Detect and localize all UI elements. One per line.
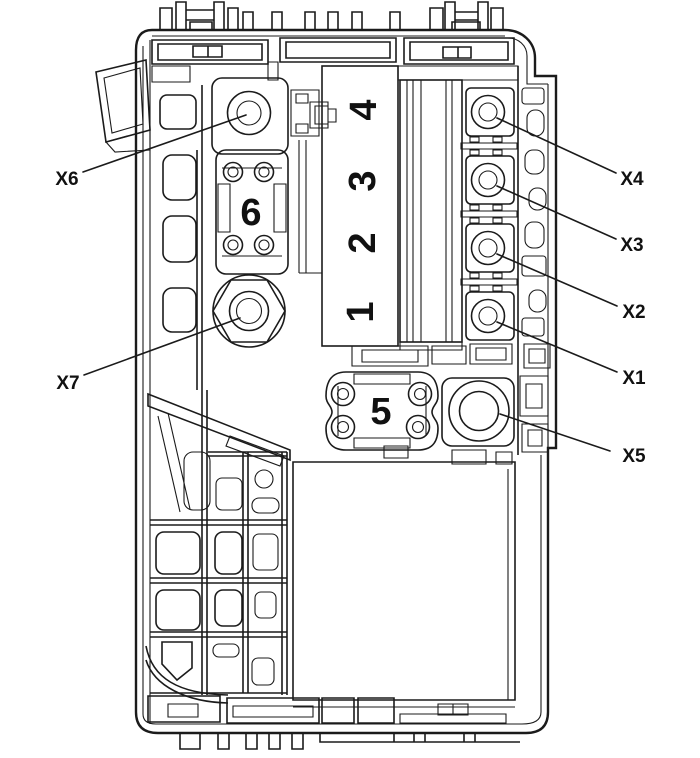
terminal-x1-circle (470, 298, 506, 334)
left-rail (159, 85, 203, 695)
fuse-position-2: 2 (342, 232, 384, 253)
leader-line-x7 (83, 317, 241, 376)
clip-bracket (290, 89, 337, 137)
leader-lines (82, 114, 618, 452)
callout-label-x6: X6 (55, 169, 78, 190)
terminal-x2-circle (470, 230, 506, 266)
top-row-details (151, 61, 519, 83)
terminal-x4-circle (470, 94, 506, 130)
fuse-position-1: 1 (340, 301, 382, 322)
callout-label-x2: X2 (622, 302, 645, 323)
left-rail-slot-4 (162, 287, 197, 333)
top-connector-2 (279, 37, 397, 63)
left-latch (95, 58, 151, 153)
relay-6-number: 6 (240, 192, 261, 234)
terminal-x5-circle (448, 380, 510, 442)
left-rail-slot-2 (162, 154, 197, 201)
terminal-x7-stud (212, 274, 286, 348)
terminal-x2-block (465, 223, 515, 273)
cover-panel (292, 461, 516, 708)
relay-5-number: 5 (370, 391, 391, 433)
callout-label-x5: X5 (622, 446, 646, 467)
left-rail-slot-3 (162, 215, 197, 263)
bottom-feet (179, 732, 520, 750)
terminal-x6-circle (226, 90, 272, 136)
corner-rib (145, 645, 229, 704)
terminal-blocks (460, 87, 518, 341)
terminal-x4-block (465, 87, 515, 137)
relay-block-5: 5 (325, 371, 439, 451)
top-connector-3 (403, 37, 515, 65)
callout-label-x4: X4 (620, 169, 644, 190)
terminal-x6-block (211, 77, 337, 155)
leader-line-x3 (496, 185, 617, 240)
callout-labels: X6 X7 X4 X3 X2 X1 X5 (55, 169, 646, 467)
case-outline (134, 28, 558, 735)
terminal-x3-circle (470, 162, 506, 198)
top-bracket-left (159, 1, 239, 31)
leader-line-x1 (496, 321, 618, 373)
callout-label-x1: X1 (622, 368, 646, 389)
terminal-x1-block (465, 291, 515, 341)
mid-connector-strip (351, 343, 513, 367)
leader-line-x2 (496, 253, 618, 307)
top-connector-1 (151, 39, 269, 65)
fuse-position-panel: 4 3 2 1 (298, 65, 399, 347)
relay-block-6: 6 (215, 149, 289, 275)
terminal-x5-block (383, 377, 515, 465)
top-mounting-brackets (159, 1, 504, 31)
callout-label-x3: X3 (620, 235, 643, 256)
fuse-band (399, 79, 463, 351)
leader-line-x4 (496, 117, 617, 174)
right-rail (517, 66, 551, 455)
terminal-x3-block (465, 155, 515, 205)
diagonal-brace (147, 392, 291, 462)
callout-label-x7: X7 (56, 373, 79, 394)
leader-line-x6 (82, 114, 247, 173)
leader-line-x5 (499, 413, 611, 452)
terminal-connectors (460, 136, 518, 292)
terminal-x7-circle (212, 274, 286, 348)
cavity-grid (145, 390, 291, 704)
bottom-strip (147, 695, 520, 750)
fuse-position-4: 4 (343, 99, 385, 120)
fuse-position-3: 3 (342, 170, 384, 191)
left-rail-slot-1 (159, 94, 197, 130)
top-edge-tabs (242, 11, 401, 31)
top-connector-row (151, 37, 519, 83)
top-bracket-right (429, 1, 504, 31)
